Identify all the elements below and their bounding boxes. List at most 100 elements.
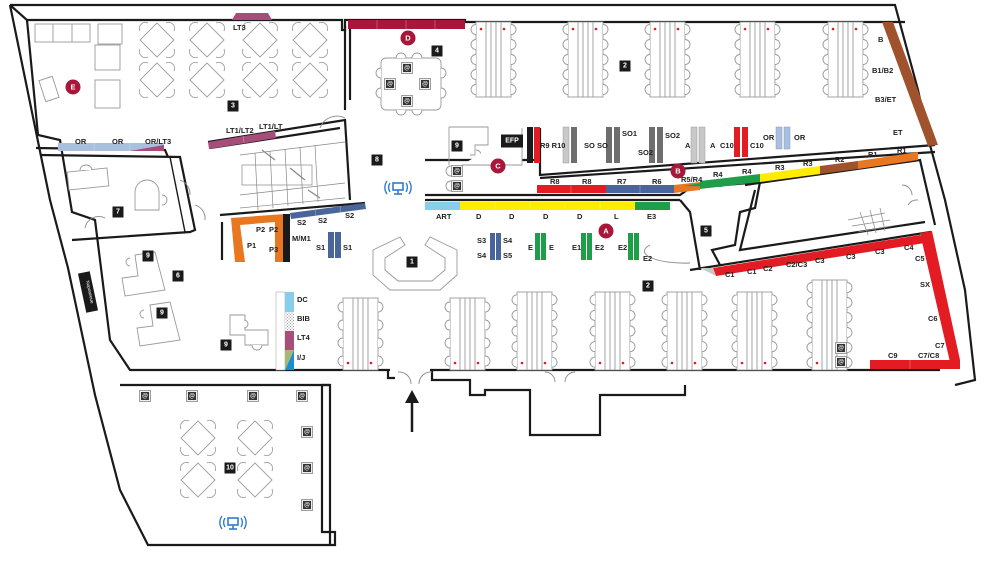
meeting-table-zone-4 xyxy=(375,52,447,116)
shelf-label-c1_a: C1 xyxy=(725,270,735,279)
computer-icon xyxy=(301,499,313,511)
shelf-label-c4: C4 xyxy=(904,243,914,252)
shelf-label-r1_b: R1 xyxy=(897,146,907,155)
svg-text:2: 2 xyxy=(646,283,650,290)
office-zone-7 xyxy=(66,164,168,211)
cafe-tables-zone-3 xyxy=(138,21,329,99)
shelf-label-r3_a: R3 xyxy=(775,163,785,172)
shelf-label-e2_a: E2 xyxy=(595,243,604,252)
computer-icon xyxy=(301,462,313,474)
svg-text:9: 9 xyxy=(224,342,228,349)
shelf-label-r1_a: R1 xyxy=(868,150,878,159)
doors xyxy=(84,115,919,385)
shelf-label-c3_c: C3 xyxy=(875,247,885,256)
shelf-or xyxy=(58,143,116,151)
svg-text:5: 5 xyxy=(704,228,708,235)
shelf-label-r6: R6 xyxy=(652,177,662,186)
shelf-label-b3_et: B3/ET xyxy=(875,95,897,104)
shelf-r9 xyxy=(534,127,540,163)
svg-text:3: 3 xyxy=(231,103,235,110)
svg-text:C: C xyxy=(495,162,501,171)
shelf-label-s2_a: S2 xyxy=(297,218,306,227)
computer-icon xyxy=(451,165,463,177)
point-marker-C: C xyxy=(490,158,506,174)
shelf-label-or1: OR xyxy=(75,137,87,146)
zone-marker-4: 4 xyxy=(431,45,443,57)
shelf-label-or2: OR xyxy=(112,137,124,146)
svg-text:7: 7 xyxy=(116,209,120,216)
shelf-label-r9_r10: R9 R10 xyxy=(540,141,565,150)
shelf-label-e_a: E xyxy=(528,243,533,252)
shelf-lt1 xyxy=(208,131,276,149)
outer-walls xyxy=(8,3,977,547)
shelf-label-m_m1: M/M1 xyxy=(292,234,311,243)
shelf-label-c1_b: C1 xyxy=(747,267,757,276)
shelves xyxy=(58,13,960,371)
svg-text:10: 10 xyxy=(226,465,234,472)
shelf-label-dc: DC xyxy=(297,295,308,304)
shelf-m xyxy=(283,214,290,262)
shelf-label-e2_b: E2 xyxy=(618,243,627,252)
svg-text:2: 2 xyxy=(623,63,627,70)
shelf-label-s1_b: S1 xyxy=(343,243,352,252)
shelf-label-r4_b: R4 xyxy=(742,167,752,176)
zone-marker-9c: 9 xyxy=(156,307,168,319)
computer-icon xyxy=(401,62,413,74)
shelf-label-d2: D xyxy=(509,212,515,221)
shelf-label-c9: C9 xyxy=(888,351,898,360)
shelf-label-s5: S5 xyxy=(503,251,512,260)
zone-marker-3: 3 xyxy=(227,100,239,112)
shelf-label-e3: E3 xyxy=(647,212,656,221)
shelf-label-c6: C6 xyxy=(928,314,938,323)
computer-icon xyxy=(401,95,413,107)
shelf-label-a_b: A xyxy=(710,141,716,150)
shelf-label-or_a: OR xyxy=(763,133,775,142)
entrance-arrow-icon xyxy=(405,390,419,432)
shelf-label-d4: D xyxy=(577,212,583,221)
shelf-label-lt3_top: LT3 xyxy=(233,23,246,32)
shelf-label-lt1_lt: LT1/LT xyxy=(259,122,283,131)
svg-text:D: D xyxy=(405,34,411,43)
zone-marker-10: 10 xyxy=(224,462,236,474)
shelf-label-p1: P1 xyxy=(247,241,256,250)
shelf-label-r8_a: R8 xyxy=(550,177,560,186)
desks-zone-6 xyxy=(121,251,269,351)
svg-text:6: 6 xyxy=(176,273,180,280)
shelf-label-so2_b: SO2 xyxy=(665,131,680,140)
computer-icon xyxy=(186,390,198,402)
shelf-label-c3_b: C3 xyxy=(846,252,856,261)
shelf-label-so2_a: SO2 xyxy=(638,148,653,157)
computer-icon xyxy=(301,426,313,438)
zone-marker-efp: EFP xyxy=(501,134,523,148)
svg-text:4: 4 xyxy=(435,48,439,55)
svg-text:EFP: EFP xyxy=(505,138,519,145)
shelf-label-sx: SX xyxy=(920,280,930,289)
shelf-label-d3: D xyxy=(543,212,549,221)
shelf-label-or_lt3: OR/LT3 xyxy=(145,137,171,146)
shelf-label-l: L xyxy=(614,212,619,221)
shelf-label-s4a: S4 xyxy=(503,236,513,245)
svg-text:9: 9 xyxy=(455,143,459,150)
shelf-label-d1: D xyxy=(476,212,482,221)
wifi-icon xyxy=(219,515,247,530)
info-desk-zone-1 xyxy=(372,236,458,291)
computer-icon xyxy=(247,390,259,402)
shelf-label-r8_b: R8 xyxy=(582,177,592,186)
shelf-label-ij: I/J xyxy=(297,353,305,362)
reading-tables-top xyxy=(470,21,869,98)
shelf-label-e2_c: E2 xyxy=(643,254,652,263)
computer-icon xyxy=(296,390,308,402)
shelf-label-bib: BIB xyxy=(297,314,311,323)
zone-marker-9b: 9 xyxy=(142,250,154,262)
svg-text:8: 8 xyxy=(375,157,379,164)
zone-marker-8: 8 xyxy=(371,154,383,166)
shelf-label-r4_a: R4 xyxy=(713,170,723,179)
point-marker-A: A xyxy=(598,223,614,239)
zone-marker-2a: 2 xyxy=(619,60,631,72)
shelf-label-c10_b: C10 xyxy=(750,141,764,150)
point-marker-E: E xyxy=(65,79,81,95)
shelf-label-p3: P3 xyxy=(269,245,278,254)
computer-icon xyxy=(419,78,431,90)
